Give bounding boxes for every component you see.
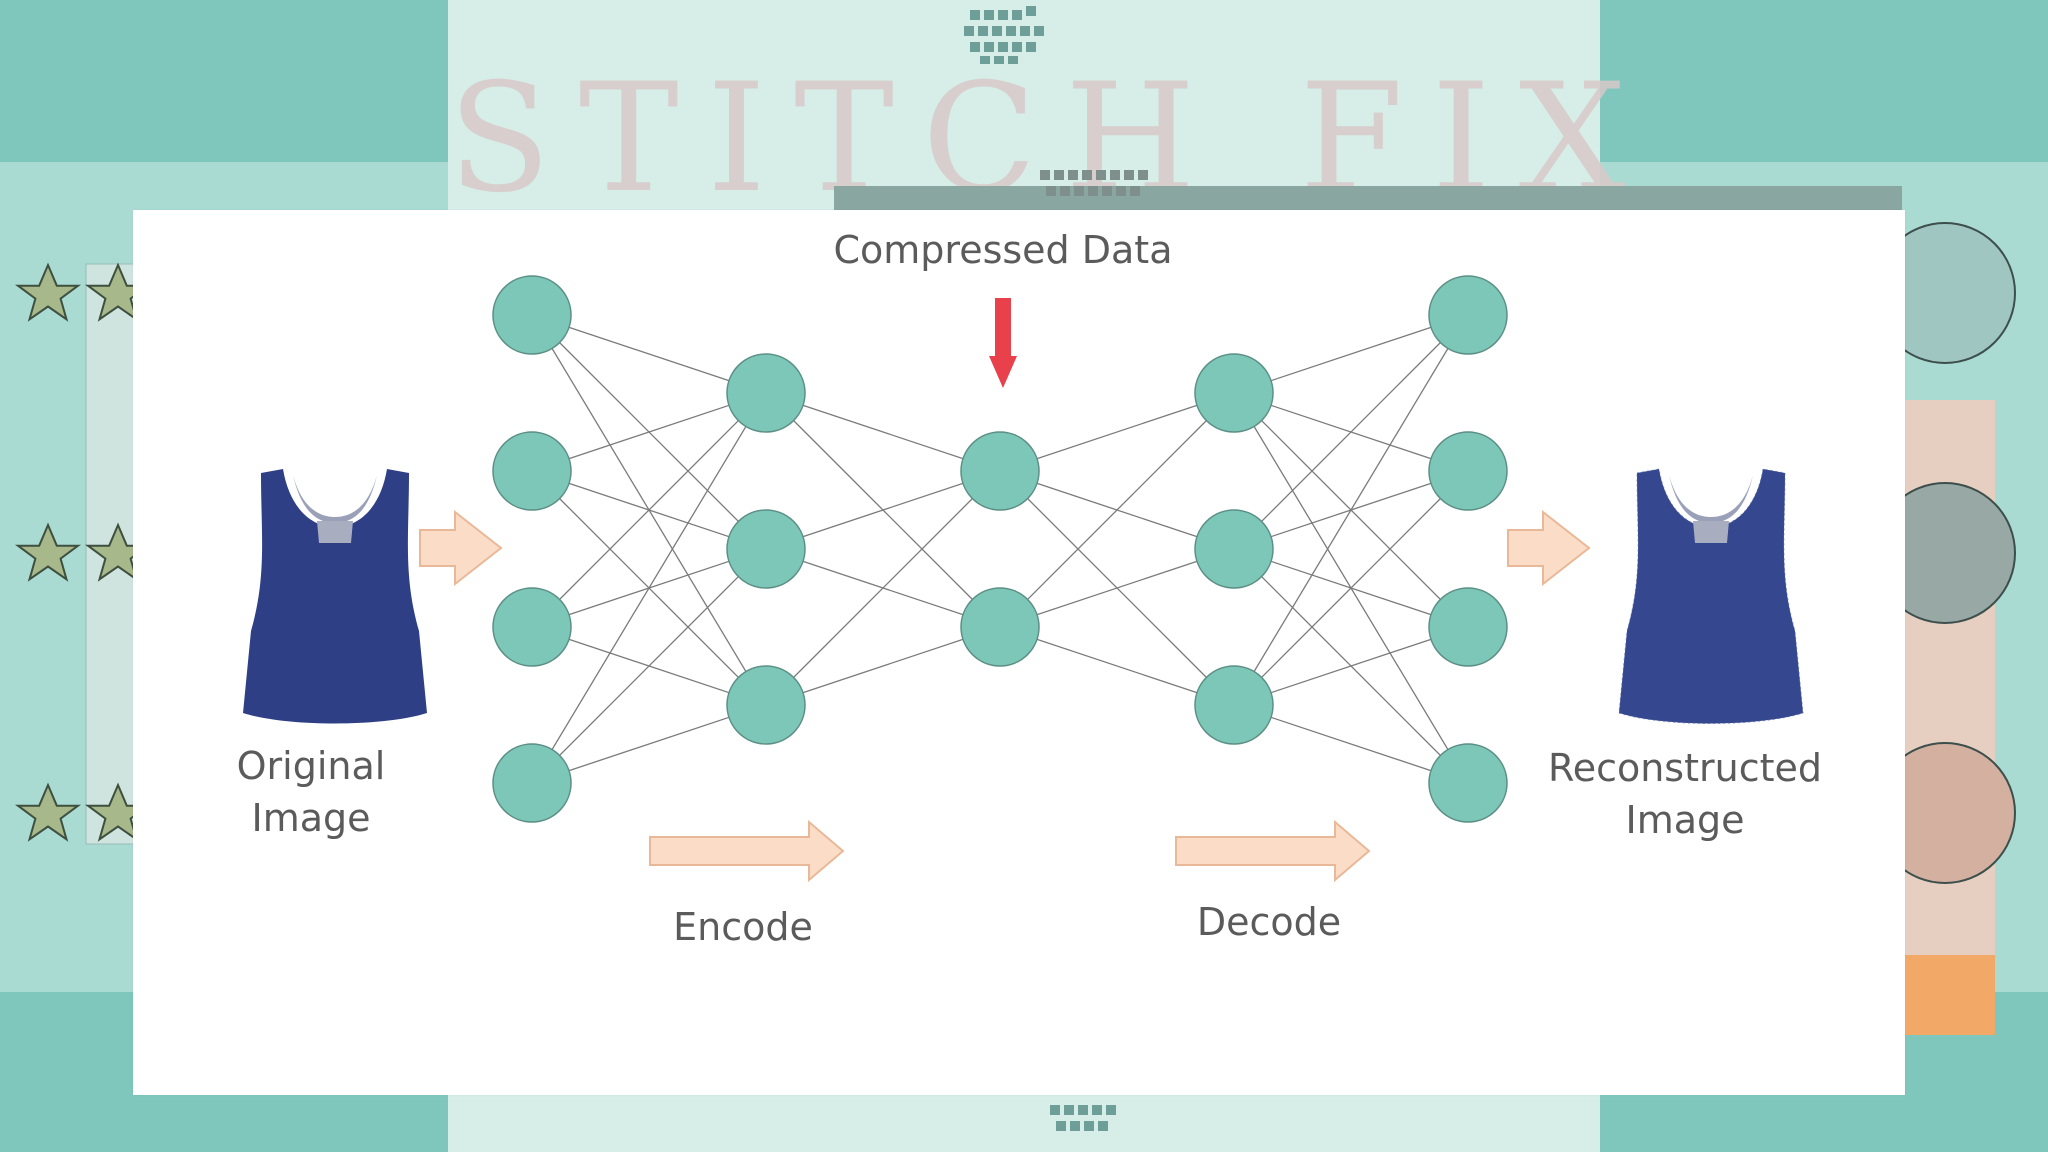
reconstructed-image-label: Reconstructed Image	[1548, 746, 1822, 842]
network-node-layer-5-1	[1428, 275, 1508, 355]
decorative-stars	[17, 263, 149, 845]
network-edge	[531, 548, 767, 784]
network-edge	[999, 392, 1235, 472]
original-image-label: Original Image	[236, 744, 386, 840]
network-edge	[531, 314, 767, 394]
logo-mark-bottom	[1050, 1105, 1116, 1131]
network-edge	[1233, 314, 1469, 394]
network-edge	[1233, 314, 1469, 550]
network-edge	[765, 470, 1001, 550]
logo-mark-top	[964, 6, 1044, 64]
network-node-layer-4-3	[1194, 665, 1274, 745]
network-node-layer-2-1	[726, 353, 806, 433]
network-edge	[1233, 704, 1469, 784]
network-edge	[765, 470, 1001, 706]
network-node-layer-5-3	[1428, 587, 1508, 667]
network-edge	[765, 392, 1001, 472]
reconstructed-tank-top-image	[1618, 468, 1804, 724]
autoencoder-diagram	[243, 275, 1804, 883]
compressed-data-pointer-icon	[989, 298, 1017, 388]
output-arrow-icon	[1507, 509, 1591, 587]
network-edge	[999, 548, 1235, 628]
decode-label: Decode	[1196, 900, 1342, 944]
network-node-layer-1-1	[492, 275, 572, 355]
network-node-layer-1-2	[492, 431, 572, 511]
compressed-data-label: Compressed Data	[833, 228, 1173, 272]
network-node-layer-2-3	[726, 665, 806, 745]
autoencoder-slide: Compressed Data Original Image Reconstru…	[133, 210, 1905, 1095]
network-edge	[999, 392, 1235, 628]
original-tank-top-image	[243, 469, 427, 724]
network-node-layer-1-3	[492, 587, 572, 667]
network-edge	[765, 626, 1001, 706]
network-edge	[1233, 626, 1469, 706]
encode-label: Encode	[673, 905, 813, 949]
encode-arrow-icon	[649, 819, 845, 883]
network-edge	[531, 392, 767, 472]
network-node-layer-5-4	[1428, 743, 1508, 823]
network-node-layer-3-2	[960, 587, 1040, 667]
network-node-layer-3-1	[960, 431, 1040, 511]
decode-arrow-icon	[1175, 819, 1371, 883]
network-node-layer-5-2	[1428, 431, 1508, 511]
network-nodes	[492, 275, 1508, 823]
network-edge	[531, 392, 767, 784]
network-edge	[531, 392, 767, 628]
network-edge	[999, 626, 1235, 706]
decorative-circles	[1895, 222, 2016, 1035]
network-edges	[531, 314, 1469, 784]
logo-mark-mid	[1040, 170, 1148, 196]
network-edge	[1233, 470, 1469, 706]
input-arrow-icon	[419, 509, 503, 587]
network-edge	[531, 704, 767, 784]
network-edge	[1233, 314, 1469, 706]
network-node-layer-2-2	[726, 509, 806, 589]
network-node-layer-1-4	[492, 743, 572, 823]
network-node-layer-4-2	[1194, 509, 1274, 589]
network-node-layer-4-1	[1194, 353, 1274, 433]
